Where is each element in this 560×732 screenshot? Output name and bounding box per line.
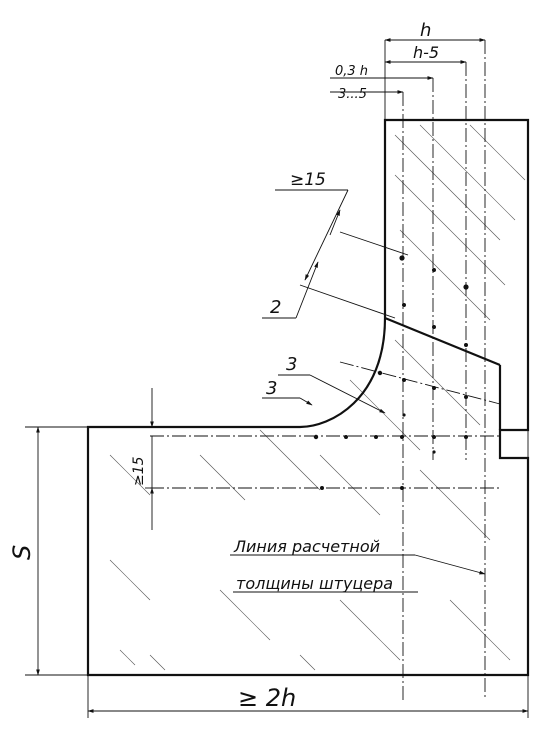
dim-h-minus-5: h-5 <box>413 43 439 62</box>
s-dimension <box>25 426 88 676</box>
dim-three-a: 3 <box>286 354 297 375</box>
label-line1: Линия расчетной <box>233 537 380 556</box>
dim-min15-side: ≥15 <box>131 456 147 486</box>
centerlines <box>150 40 501 700</box>
label-leader <box>230 554 486 593</box>
dim-min2h: ≥ 2h <box>238 684 296 712</box>
bottom-2h-dimension <box>87 675 529 718</box>
leader-min15-top <box>275 189 349 281</box>
leader-two <box>262 261 319 319</box>
dim-two: 2 <box>270 297 281 318</box>
dim-min15-top: ≥15 <box>290 170 326 190</box>
left-min15-dimension <box>145 388 160 530</box>
part-outline <box>86 118 530 677</box>
dim-0-3h: 0,3 h <box>335 64 368 79</box>
seam-dots <box>313 255 469 490</box>
dim-h: h <box>420 20 431 41</box>
label-line2: толщины штуцера <box>236 574 393 593</box>
dim-s: S <box>8 545 36 560</box>
section-hatching <box>109 124 526 671</box>
top-dimensions <box>330 38 486 120</box>
dim-three-b: 3 <box>266 378 277 399</box>
dim-3-5: 3...5 <box>338 87 367 102</box>
leader-three-a <box>278 374 386 414</box>
leader-three-b <box>262 397 313 406</box>
